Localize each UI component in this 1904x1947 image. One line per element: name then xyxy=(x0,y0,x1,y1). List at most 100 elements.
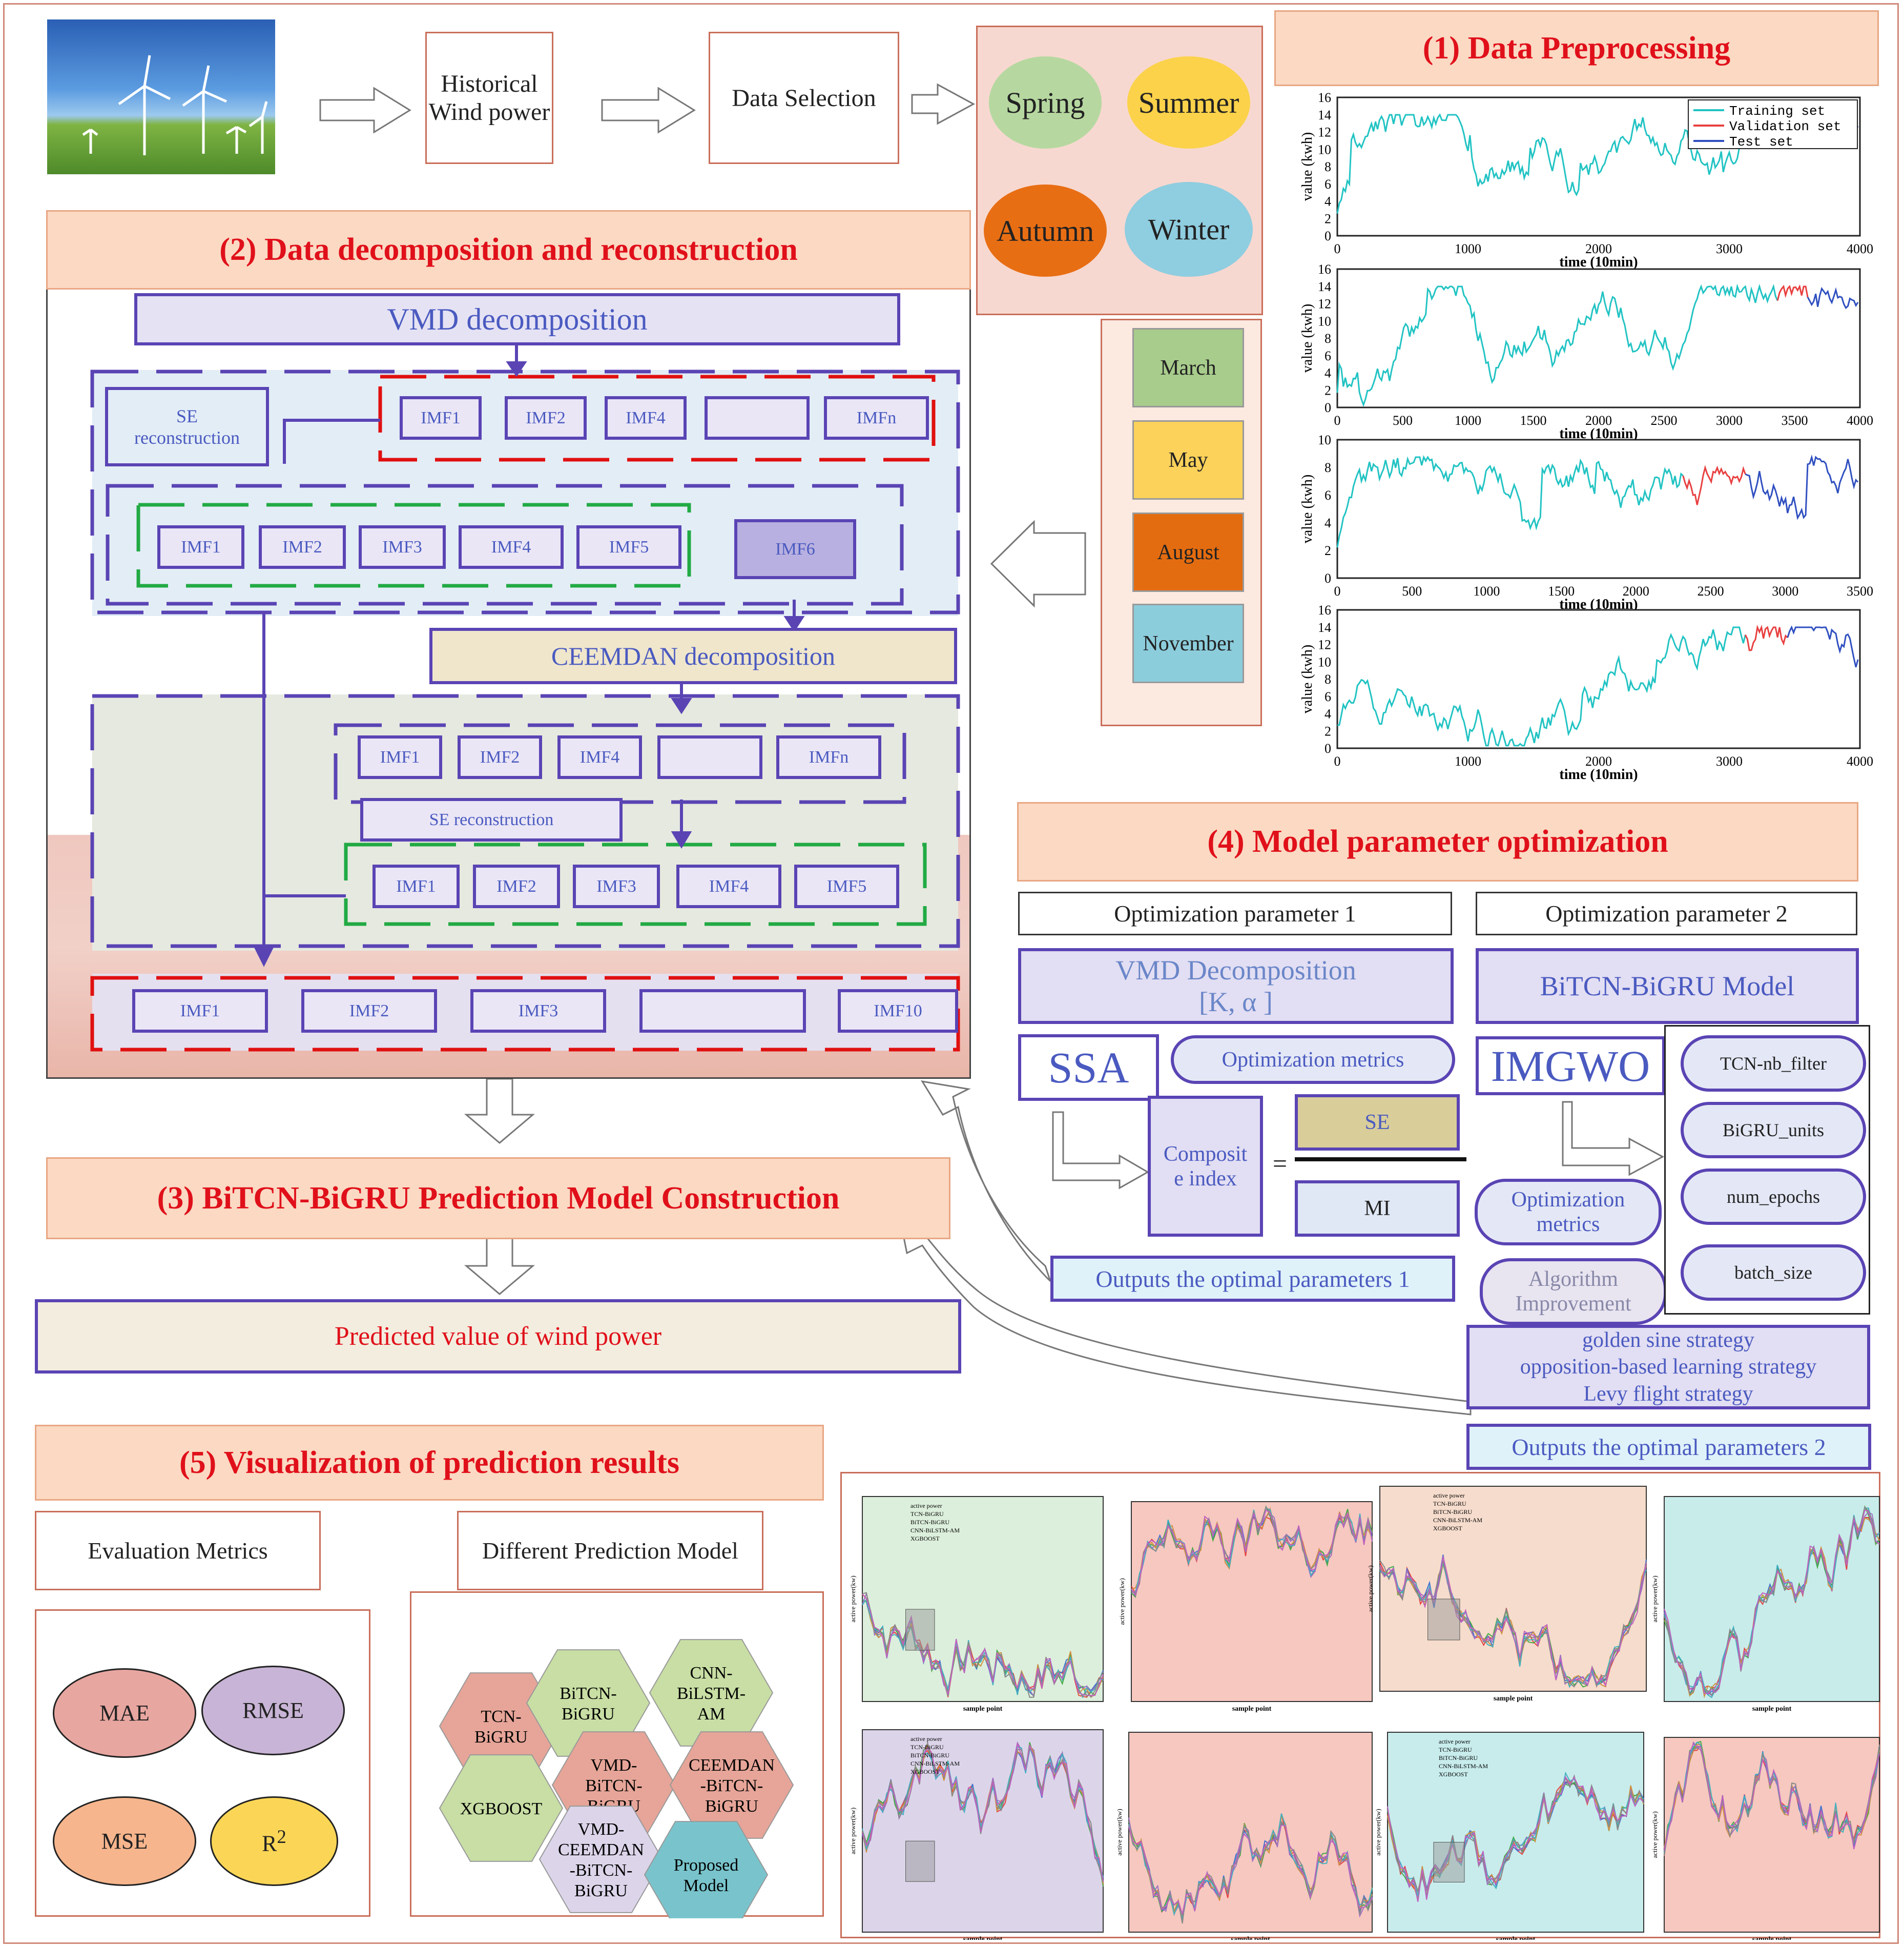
y-axis-label: value (kwh) xyxy=(1299,645,1315,714)
x-tick-label: 4000 xyxy=(1847,754,1873,769)
predicted-value-box: Predicted value of wind power xyxy=(35,1299,961,1374)
y-tick-label: 8 xyxy=(1324,159,1331,174)
result-y-label: active power(kw) xyxy=(1374,1809,1382,1855)
model-label: VMD-BiTCN-BiGRU xyxy=(585,1756,642,1816)
optimization-metrics2-pill: Optimization metrics xyxy=(1475,1179,1662,1245)
result-series-line xyxy=(1128,1824,1373,1915)
x-tick-label: 2500 xyxy=(1698,584,1724,599)
model-label-line: CEEMDAN xyxy=(689,1756,775,1775)
y-tick-label: 10 xyxy=(1318,654,1331,669)
imf-row1-5: IMFn xyxy=(824,396,929,440)
model-label-line: CNN- xyxy=(690,1664,732,1683)
x-tick-label: 1500 xyxy=(1548,584,1575,599)
metric-mae: MAE xyxy=(53,1668,196,1758)
legend-label: Test set xyxy=(1729,134,1793,150)
result-plot-frame xyxy=(1664,1737,1880,1933)
result-series-line xyxy=(1379,1556,1647,1687)
opt-param1-label: Optimization parameter 1 xyxy=(1018,892,1452,935)
y-tick-label: 0 xyxy=(1324,229,1331,243)
strategies-box: golden sine strategy opposition-based le… xyxy=(1466,1325,1870,1409)
se-numerator-box: SE xyxy=(1295,1094,1460,1151)
result-y-label: active power(kw) xyxy=(1651,1811,1659,1858)
result-plot-frame xyxy=(1379,1486,1647,1692)
y-tick-label: 4 xyxy=(1324,516,1331,530)
model-label-line: VMD- xyxy=(591,1756,637,1775)
result-series-line xyxy=(1387,1775,1644,1902)
se-reconstruction-box-2: SE reconstruction xyxy=(360,798,623,842)
y-tick-label: 8 xyxy=(1324,460,1331,475)
y-tick-label: 16 xyxy=(1318,92,1331,105)
y-tick-label: 4 xyxy=(1324,707,1331,722)
result-legend-label: BiTCN-BiGRU xyxy=(1433,1508,1472,1515)
imf-row5-1: IMF1 xyxy=(132,989,268,1033)
cloud-autumn: Autumn xyxy=(984,185,1107,277)
y-axis-label: value (kwh) xyxy=(1299,132,1315,201)
result-legend-label: XGBOOST xyxy=(1433,1525,1462,1532)
y-tick-label: 6 xyxy=(1324,349,1331,363)
x-tick-label: 4000 xyxy=(1847,413,1873,428)
legend-label: Validation set xyxy=(1729,119,1841,134)
result-x-label: sample point xyxy=(963,1705,1003,1713)
result-plot-frame xyxy=(862,1496,1104,1702)
composite-index-box: Composit e index xyxy=(1148,1096,1263,1237)
optimization-metrics-pill: Optimization metrics xyxy=(1171,1035,1455,1084)
section3-title: (3) BiTCN-BiGRU Prediction Model Constru… xyxy=(46,1157,950,1239)
vmd-decomposition-box: VMD decomposition xyxy=(134,293,900,345)
imf-row5-3: IMF3 xyxy=(470,989,606,1033)
imf-row1-1: IMF1 xyxy=(400,396,482,440)
x-axis-label: time (10min) xyxy=(1559,254,1638,270)
imf-row3-5: IMFn xyxy=(776,735,881,779)
season-series-line xyxy=(1336,455,1684,548)
season-series-line xyxy=(1336,113,1769,214)
season-series-line xyxy=(1682,465,1746,505)
section4-title: (4) Model parameter optimization xyxy=(1017,802,1858,882)
golden-sine-strategy: golden sine strategy xyxy=(1582,1328,1754,1352)
plot-frame xyxy=(1336,268,1861,408)
model-label-line: TCN- xyxy=(481,1707,521,1726)
metric-rmse: RMSE xyxy=(201,1666,345,1755)
result-y-label: active power(kw) xyxy=(1118,1578,1126,1625)
result-series-line xyxy=(1379,1560,1647,1688)
season-series-line xyxy=(1745,454,1859,520)
x-tick-label: 2500 xyxy=(1651,413,1678,428)
result-series-line xyxy=(1664,1743,1880,1851)
x-tick-label: 1000 xyxy=(1455,413,1481,428)
legend-label: Training set xyxy=(1729,104,1825,119)
result-series-line xyxy=(862,1593,1104,1696)
result-y-label: active power(kw) xyxy=(1367,1565,1374,1612)
metric-mse: MSE xyxy=(53,1796,196,1886)
result-x-label: sample point xyxy=(1496,1936,1536,1940)
result-y-label: active power(kw) xyxy=(1115,1809,1123,1855)
result-legend-label: TCN-BiGRU xyxy=(910,1744,944,1751)
result-series-line xyxy=(862,1743,1104,1882)
model-hexagon xyxy=(644,1821,769,1918)
y-tick-label: 2 xyxy=(1324,211,1331,226)
model-label-line: -BiTCN- xyxy=(700,1776,763,1795)
x-tick-label: 3000 xyxy=(1716,754,1743,769)
imf-row4-4: IMF4 xyxy=(676,865,781,908)
y-tick-label: 14 xyxy=(1318,279,1331,294)
result-series-line xyxy=(1664,1509,1880,1694)
result-legend-label: active power xyxy=(910,1502,942,1509)
y-tick-label: 10 xyxy=(1318,433,1331,447)
model-label-line: AM xyxy=(697,1705,726,1724)
model-label-line: BiTCN- xyxy=(585,1776,642,1795)
season-series-line xyxy=(1745,624,1788,651)
plot-frame xyxy=(1336,609,1861,749)
y-tick-label: 12 xyxy=(1318,297,1331,312)
imf-row3-4 xyxy=(657,735,762,779)
y-tick-label: 0 xyxy=(1324,571,1331,586)
zoom-region xyxy=(905,1609,935,1651)
model-label-line: BiGRU xyxy=(562,1705,615,1724)
imf-row2-1: IMF1 xyxy=(157,525,244,569)
y-tick-label: 14 xyxy=(1318,108,1331,122)
season-series-line xyxy=(1807,286,1859,310)
y-tick-label: 12 xyxy=(1318,638,1331,652)
result-series-line xyxy=(1664,1511,1880,1696)
y-tick-label: 10 xyxy=(1318,314,1331,329)
season-series-line xyxy=(1776,284,1809,301)
x-tick-label: 0 xyxy=(1334,413,1341,428)
result-legend-label: CNN-BiLSTM-AM xyxy=(910,1760,960,1767)
y-tick-label: 10 xyxy=(1318,142,1331,157)
